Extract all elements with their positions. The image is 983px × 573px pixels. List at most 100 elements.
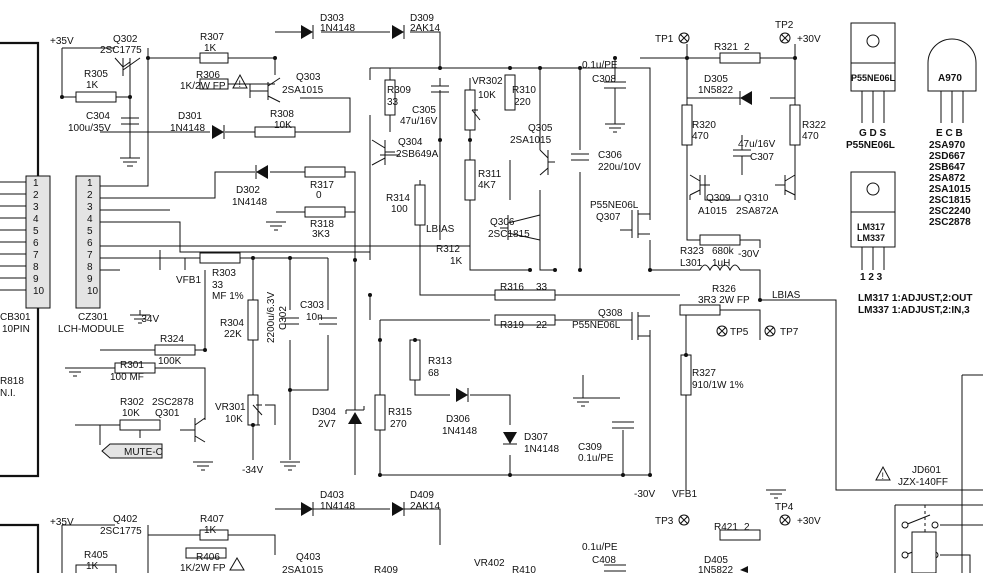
svg-text:TP5: TP5 [730, 327, 749, 338]
diode-d403 [275, 502, 390, 516]
svg-text:VFB1: VFB1 [672, 489, 697, 500]
resistor-r313 [409, 339, 421, 381]
diode-d305 [739, 91, 752, 105]
svg-text:-34V: -34V [242, 465, 263, 476]
svg-text:R421: R421 [714, 522, 738, 533]
transistor-q305 [539, 149, 555, 176]
pin-number: 2 [87, 190, 93, 201]
pin-number: 1 [87, 178, 93, 189]
pin-number: 10 [87, 286, 99, 297]
svg-text:D306: D306 [446, 414, 470, 425]
svg-text:R304: R304 [220, 318, 244, 329]
pin-number: 3 [33, 202, 39, 213]
transistor-q303 [250, 77, 281, 103]
svg-text:220u/10V: 220u/10V [598, 162, 641, 173]
svg-text:R322: R322 [802, 120, 826, 131]
svg-text:+30V: +30V [797, 516, 821, 527]
svg-text:-30V: -30V [634, 489, 655, 500]
svg-text:-30V: -30V [738, 249, 759, 260]
svg-text:LM337 1:ADJUST,2:IN,3: LM337 1:ADJUST,2:IN,3 [858, 305, 970, 316]
svg-text:Q403: Q403 [296, 552, 321, 563]
transistor-q306 [500, 214, 541, 241]
svg-text:1N4148: 1N4148 [232, 197, 267, 208]
capacitor-c308 [604, 81, 626, 100]
inductor-l301 [699, 264, 741, 272]
pin-number: 5 [87, 226, 93, 237]
svg-text:270: 270 [390, 419, 407, 430]
capacitor-c302 [281, 317, 299, 325]
resistor-r317 [304, 166, 346, 178]
svg-text:D302: D302 [236, 185, 260, 196]
svg-text:22K: 22K [224, 329, 242, 340]
package-a970-equivalents: 2SA9702SD6672SB6472SA8722SA10152SC18152S… [929, 140, 971, 228]
capacitor-c303 [319, 317, 337, 325]
svg-text:LM317 1:ADJUST,2:OUT: LM317 1:ADJUST,2:OUT [858, 293, 972, 304]
svg-text:R306: R306 [196, 70, 220, 81]
component-labels: Q302 2SC1775 R307 1K D303 1N4148 D309 2A… [50, 13, 948, 573]
svg-text:1K: 1K [450, 256, 463, 267]
svg-text:100: 100 [391, 204, 408, 215]
svg-text:R315: R315 [388, 407, 412, 418]
svg-text:C303: C303 [300, 300, 324, 311]
svg-text:A1015: A1015 [698, 206, 727, 217]
svg-text:LBIAS: LBIAS [426, 224, 455, 235]
svg-text:1N4148: 1N4148 [320, 23, 355, 34]
svg-text:R406: R406 [196, 552, 220, 563]
svg-text:R310: R310 [512, 85, 536, 96]
svg-text:+35V: +35V [50, 517, 74, 528]
pin-number: 7 [87, 250, 93, 261]
svg-text:D305: D305 [704, 74, 728, 85]
svg-text:LM337: LM337 [857, 233, 885, 243]
svg-text:!: ! [882, 471, 885, 481]
svg-text:Q304: Q304 [398, 137, 423, 148]
svg-text:3R3 2W FP: 3R3 2W FP [698, 295, 750, 306]
package-a970 [927, 38, 977, 123]
svg-text:10n: 10n [306, 312, 323, 323]
svg-text:VFB1: VFB1 [176, 275, 201, 286]
connector-cz301 [75, 175, 101, 309]
svg-text:D307: D307 [524, 432, 548, 443]
svg-text:1uH: 1uH [712, 258, 730, 269]
mute-c-tag [101, 443, 163, 459]
svg-text:P55NE06L: P55NE06L [851, 73, 896, 83]
svg-text:+30V: +30V [797, 34, 821, 45]
equivalent-part: 2SA970 [929, 140, 966, 151]
svg-text:A970: A970 [938, 73, 962, 84]
equivalent-part: 2SC2240 [929, 206, 971, 217]
svg-text:-34V: -34V [138, 314, 159, 325]
svg-text:1K: 1K [204, 43, 217, 54]
svg-text:D303: D303 [320, 13, 344, 24]
svg-text:1K: 1K [204, 525, 217, 536]
svg-text:2SA872A: 2SA872A [736, 206, 779, 217]
resistor-r304 [247, 299, 259, 341]
svg-text:Q310: Q310 [744, 193, 769, 204]
svg-text:Q307: Q307 [596, 212, 621, 223]
svg-text:2SC1815: 2SC1815 [488, 229, 530, 240]
svg-text:G D S: G D S [859, 128, 887, 139]
resistor-r322 [789, 104, 801, 146]
resistor-r421 [719, 529, 761, 541]
resistor-r310 [504, 74, 516, 111]
capacitor-c305 [431, 78, 449, 93]
svg-text:R305: R305 [84, 69, 108, 80]
svg-text:JZX-140FF: JZX-140FF [898, 477, 948, 488]
label-lch-module: LCH-MODULE [58, 324, 124, 335]
svg-text:MF 1%: MF 1% [212, 291, 244, 302]
relay-jd601 [894, 374, 983, 573]
pin-number: 3 [87, 202, 93, 213]
equivalent-part: 2SC2878 [929, 217, 971, 228]
svg-text:2SA1015: 2SA1015 [282, 85, 324, 96]
svg-text:2SA1015: 2SA1015 [282, 565, 324, 573]
svg-text:2SC1775: 2SC1775 [100, 45, 142, 56]
svg-text:1N4148: 1N4148 [170, 123, 205, 134]
resistor-r306 [199, 78, 229, 90]
svg-text:E C B: E C B [936, 128, 963, 139]
svg-text:TP2: TP2 [775, 20, 794, 31]
transistor-q310 [775, 174, 796, 196]
pin-number: 6 [87, 238, 93, 249]
svg-text:R314: R314 [386, 193, 410, 204]
capacitor-c304 [121, 100, 139, 140]
resistor-r323 [699, 234, 741, 246]
pin-number: 4 [33, 214, 39, 225]
